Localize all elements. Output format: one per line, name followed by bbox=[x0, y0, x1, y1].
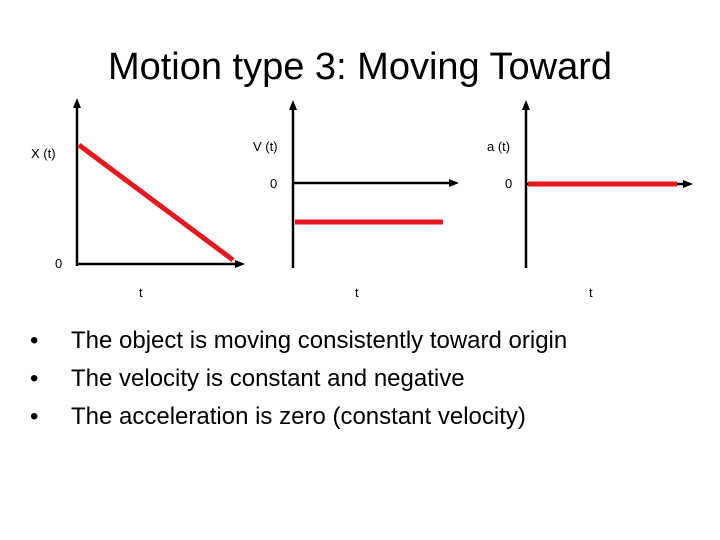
bullet-marker: • bbox=[30, 327, 39, 354]
position-origin-label: 0 bbox=[55, 256, 62, 271]
velocity-graph: V (t) 0 t bbox=[253, 100, 459, 300]
slide-title: Motion type 3: Moving Toward bbox=[107, 46, 613, 88]
acceleration-y-label: a (t) bbox=[487, 139, 510, 154]
position-line bbox=[77, 142, 235, 263]
bullet-marker: • bbox=[30, 365, 39, 392]
bullet-list: • The object is moving consistently towa… bbox=[30, 322, 567, 436]
velocity-x-label: t bbox=[355, 285, 359, 300]
bullet-item: • The acceleration is zero (constant vel… bbox=[30, 398, 567, 436]
velocity-y-label: V (t) bbox=[253, 139, 278, 154]
bullet-item: • The object is moving consistently towa… bbox=[30, 322, 567, 360]
position-y-label: X (t) bbox=[31, 146, 56, 161]
acceleration-x-label: t bbox=[589, 285, 593, 300]
bullet-text: The object is moving consistently toward… bbox=[71, 327, 568, 354]
bullet-text: The acceleration is zero (constant veloc… bbox=[71, 403, 526, 430]
bullet-text: The velocity is constant and negative bbox=[71, 365, 465, 392]
acceleration-origin-label: 0 bbox=[505, 176, 512, 191]
position-x-label: t bbox=[139, 285, 143, 300]
bullet-item: • The velocity is constant and negative bbox=[30, 360, 567, 398]
velocity-origin-label: 0 bbox=[270, 176, 277, 191]
acceleration-graph: a (t) 0 t bbox=[487, 100, 693, 300]
position-graph: X (t) 0 t bbox=[31, 98, 245, 300]
bullet-marker: • bbox=[30, 403, 39, 430]
